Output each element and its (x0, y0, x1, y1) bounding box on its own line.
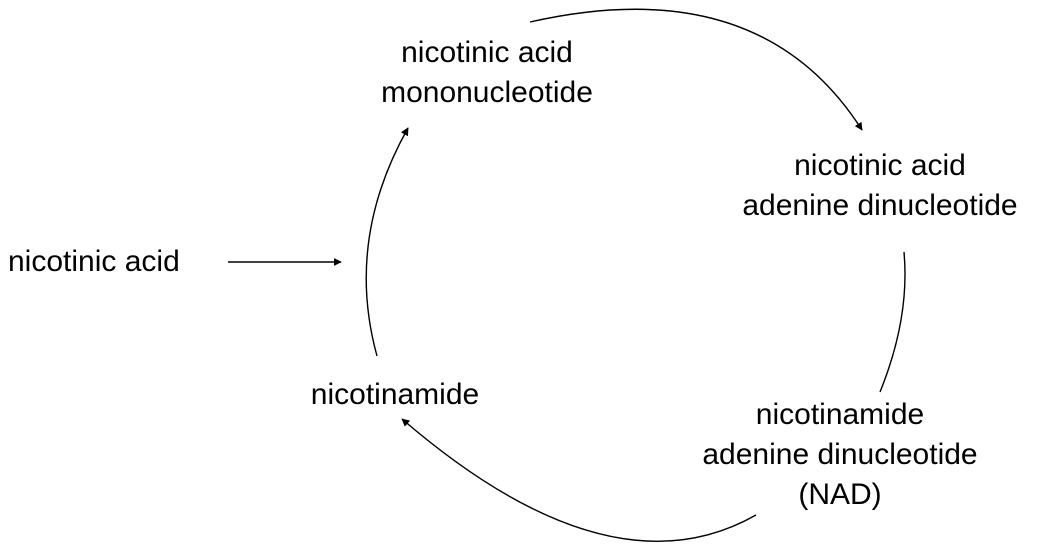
node-namn-line-2: mononucleotide (381, 76, 593, 109)
node-nicotinic-acid: nicotinic acid (8, 242, 180, 282)
node-naad-line-1: nicotinic acid (794, 149, 966, 182)
node-nad-line-2: adenine dinucleotide (702, 438, 978, 471)
node-naad-line-2: adenine dinucleotide (742, 189, 1018, 222)
node-namn-line-1: nicotinic acid (401, 36, 573, 69)
node-nicotinamide-label: nicotinamide (310, 378, 480, 411)
node-nicotinic-acid-label: nicotinic acid (8, 245, 180, 278)
node-nad-line-3: (NAD) (798, 478, 882, 511)
node-nicotinic-acid-mononucleotide: nicotinic acid mononucleotide (362, 33, 612, 113)
arrow-namn-to-naad (529, 8, 863, 131)
node-nicotinic-acid-adenine-dinucleotide: nicotinic acid adenine dinucleotide (715, 146, 1045, 226)
node-nicotinamide: nicotinamide (285, 375, 505, 415)
node-nicotinamide-adenine-dinucleotide: nicotinamide adenine dinucleotide (NAD) (675, 395, 1005, 515)
arrow-nicotinamide-to-namn (365, 127, 409, 357)
node-nad-line-1: nicotinamide (755, 398, 925, 431)
arrow-nad-to-nicotinamide (401, 418, 757, 542)
arrow-naad-to-nad (879, 251, 906, 393)
